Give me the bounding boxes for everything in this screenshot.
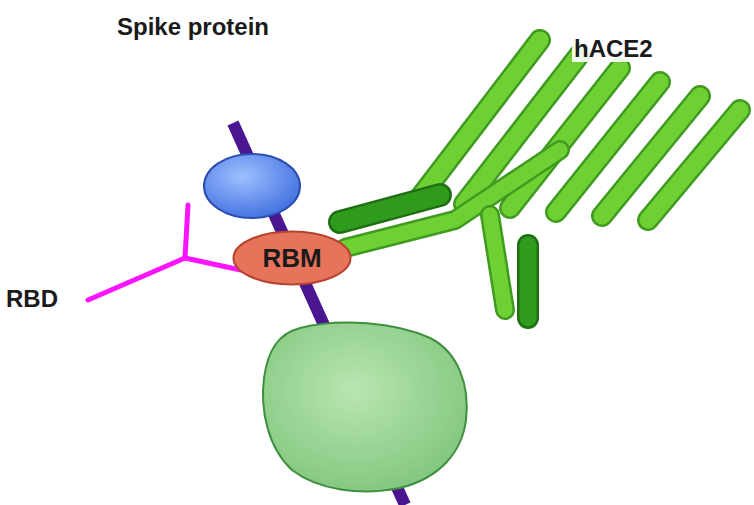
s2-domain bbox=[263, 323, 467, 492]
domain-label: RBD bbox=[4, 286, 60, 312]
ntd-domain bbox=[204, 154, 300, 218]
node-label: RBM bbox=[262, 244, 321, 273]
hace2-helices bbox=[418, 40, 740, 220]
rbd-lines bbox=[88, 205, 250, 300]
receptor-label: hACE2 bbox=[572, 36, 655, 62]
hace2-arms bbox=[340, 150, 560, 318]
protein-title: Spike protein bbox=[115, 14, 271, 40]
rbm-ellipse: RBM bbox=[232, 230, 352, 286]
